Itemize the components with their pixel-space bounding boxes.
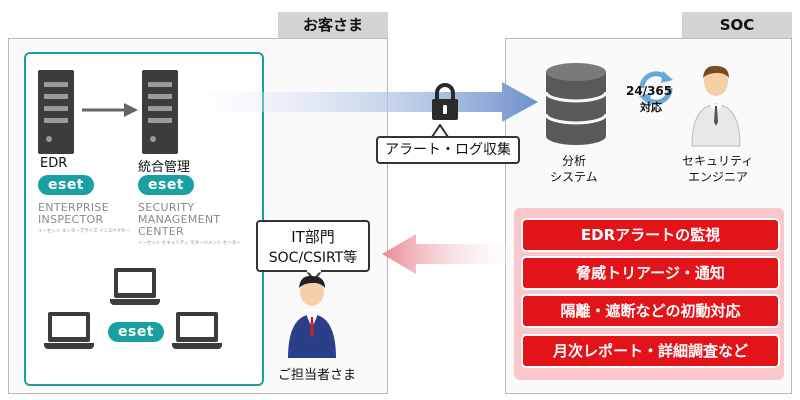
eset-logo-endpoint: eset xyxy=(108,322,164,342)
cycle-icon xyxy=(639,71,673,105)
analysis-line2: システム xyxy=(550,170,598,184)
mgmt-product-line1: SECURITY xyxy=(138,201,195,214)
it-department-label: IT部門 xyxy=(291,228,335,246)
edr-product-line2: INSPECTOR xyxy=(38,213,104,226)
engineer-line2: エンジニア xyxy=(688,170,749,184)
collect-flow-arrow xyxy=(186,82,538,122)
mgmt-product-line2: MANAGEMENT xyxy=(138,213,221,226)
customer-person-icon xyxy=(288,275,336,358)
analysis-line1: 分析 xyxy=(562,154,587,168)
support-line1: 24/365 xyxy=(626,84,673,98)
edr-product-line1: ENTERPRISE xyxy=(38,201,109,214)
report-flow-arrow xyxy=(382,234,514,274)
collect-bubble: アラート・ログ収集 xyxy=(376,136,520,164)
task-item: EDRアラートの監視 xyxy=(523,220,778,250)
edr-label: EDR xyxy=(40,156,68,171)
soc-csirt-label: SOC/CSIRT等 xyxy=(268,250,358,266)
task-item: 隔離・遮断などの初動対応 xyxy=(523,296,778,326)
mgmt-product-line3: CENTER xyxy=(138,225,184,238)
engineer-person-icon xyxy=(691,65,741,147)
task-item: 月次レポート・詳細調査など xyxy=(523,336,778,366)
laptop-icon xyxy=(110,268,160,310)
soc-title: SOC xyxy=(682,12,792,38)
eset-logo-management: eset xyxy=(138,175,194,195)
customer-title: お客さま xyxy=(278,12,388,38)
engineer-line1: セキュリティ xyxy=(682,154,754,168)
edr-server-icon xyxy=(38,70,74,154)
edr-product-sub: イーセット エンタープライズ インスペクター xyxy=(38,229,130,234)
eset-logo-edr: eset xyxy=(38,175,94,195)
lock-icon xyxy=(432,83,458,120)
management-label: 統合管理 xyxy=(138,160,191,175)
management-server-icon xyxy=(142,70,178,154)
person-label: ご担当者さま xyxy=(278,368,357,383)
support-line2: 対応 xyxy=(640,101,662,114)
task-item: 脅威トリアージ・通知 xyxy=(523,258,778,288)
server-link-arrow xyxy=(82,103,138,117)
it-department-bubble: IT部門 SOC/CSIRT等 xyxy=(256,220,370,272)
database-icon xyxy=(544,63,608,145)
mgmt-product-sub: イーセット セキュリティ マネージメント センター xyxy=(138,241,241,246)
bubble-tail xyxy=(304,270,324,282)
laptop-icon xyxy=(172,312,222,354)
laptop-icon xyxy=(44,312,94,354)
collect-label: アラート・ログ収集 xyxy=(385,142,511,158)
